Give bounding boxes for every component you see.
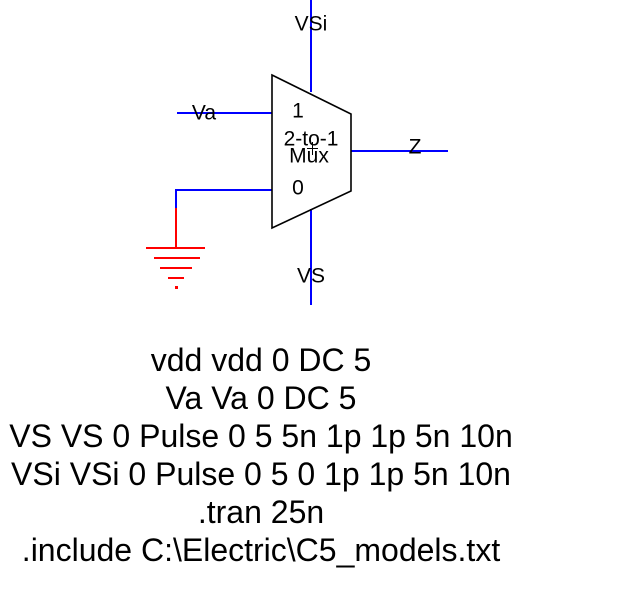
ground-bar [146,247,205,249]
netlist-line[interactable]: .include C:\Electric\C5_models.txt [21,532,501,568]
wire-z-output[interactable] [351,150,448,152]
netlist-line[interactable]: Va Va 0 DC 5 [165,380,357,416]
mux-port-0-label: 0 [292,176,304,200]
net-label-vs[interactable]: VS [296,264,326,288]
ground-bar [160,267,192,269]
wire-va[interactable] [177,112,272,114]
wire-vs[interactable] [310,209,312,305]
wire-input0-horizontal[interactable] [175,189,272,191]
netlist-line[interactable]: .tran 25n [197,494,325,530]
netlist-line[interactable]: VS VS 0 Pulse 0 5 5n 1p 1p 5n 10n [9,418,513,454]
mux-name-line2: Mux [289,144,329,168]
net-label-va[interactable]: Va [191,101,217,125]
mux-name-line1: 2-to-1 [283,127,339,151]
mux-symbol[interactable] [270,73,354,231]
ground-dot [175,286,178,289]
ground-bar [168,277,184,279]
net-label-vsi[interactable]: VSi [294,12,328,36]
mux-port-1-label: 1 [292,99,304,123]
wire-input0-vertical[interactable] [175,189,177,209]
net-label-z[interactable]: Z [408,135,422,159]
ground-bar [154,257,200,259]
netlist-line[interactable]: vdd vdd 0 DC 5 [150,342,372,378]
ground-stem [175,208,177,248]
spice-netlist-text: vdd vdd 0 DC 5 Va Va 0 DC 5 VS VS 0 Puls… [0,341,522,569]
netlist-line[interactable]: VSi VSi 0 Pulse 0 5 0 1p 1p 5n 10n [11,456,511,492]
wire-vsi[interactable] [310,0,312,92]
cell-center-marker [312,142,313,155]
